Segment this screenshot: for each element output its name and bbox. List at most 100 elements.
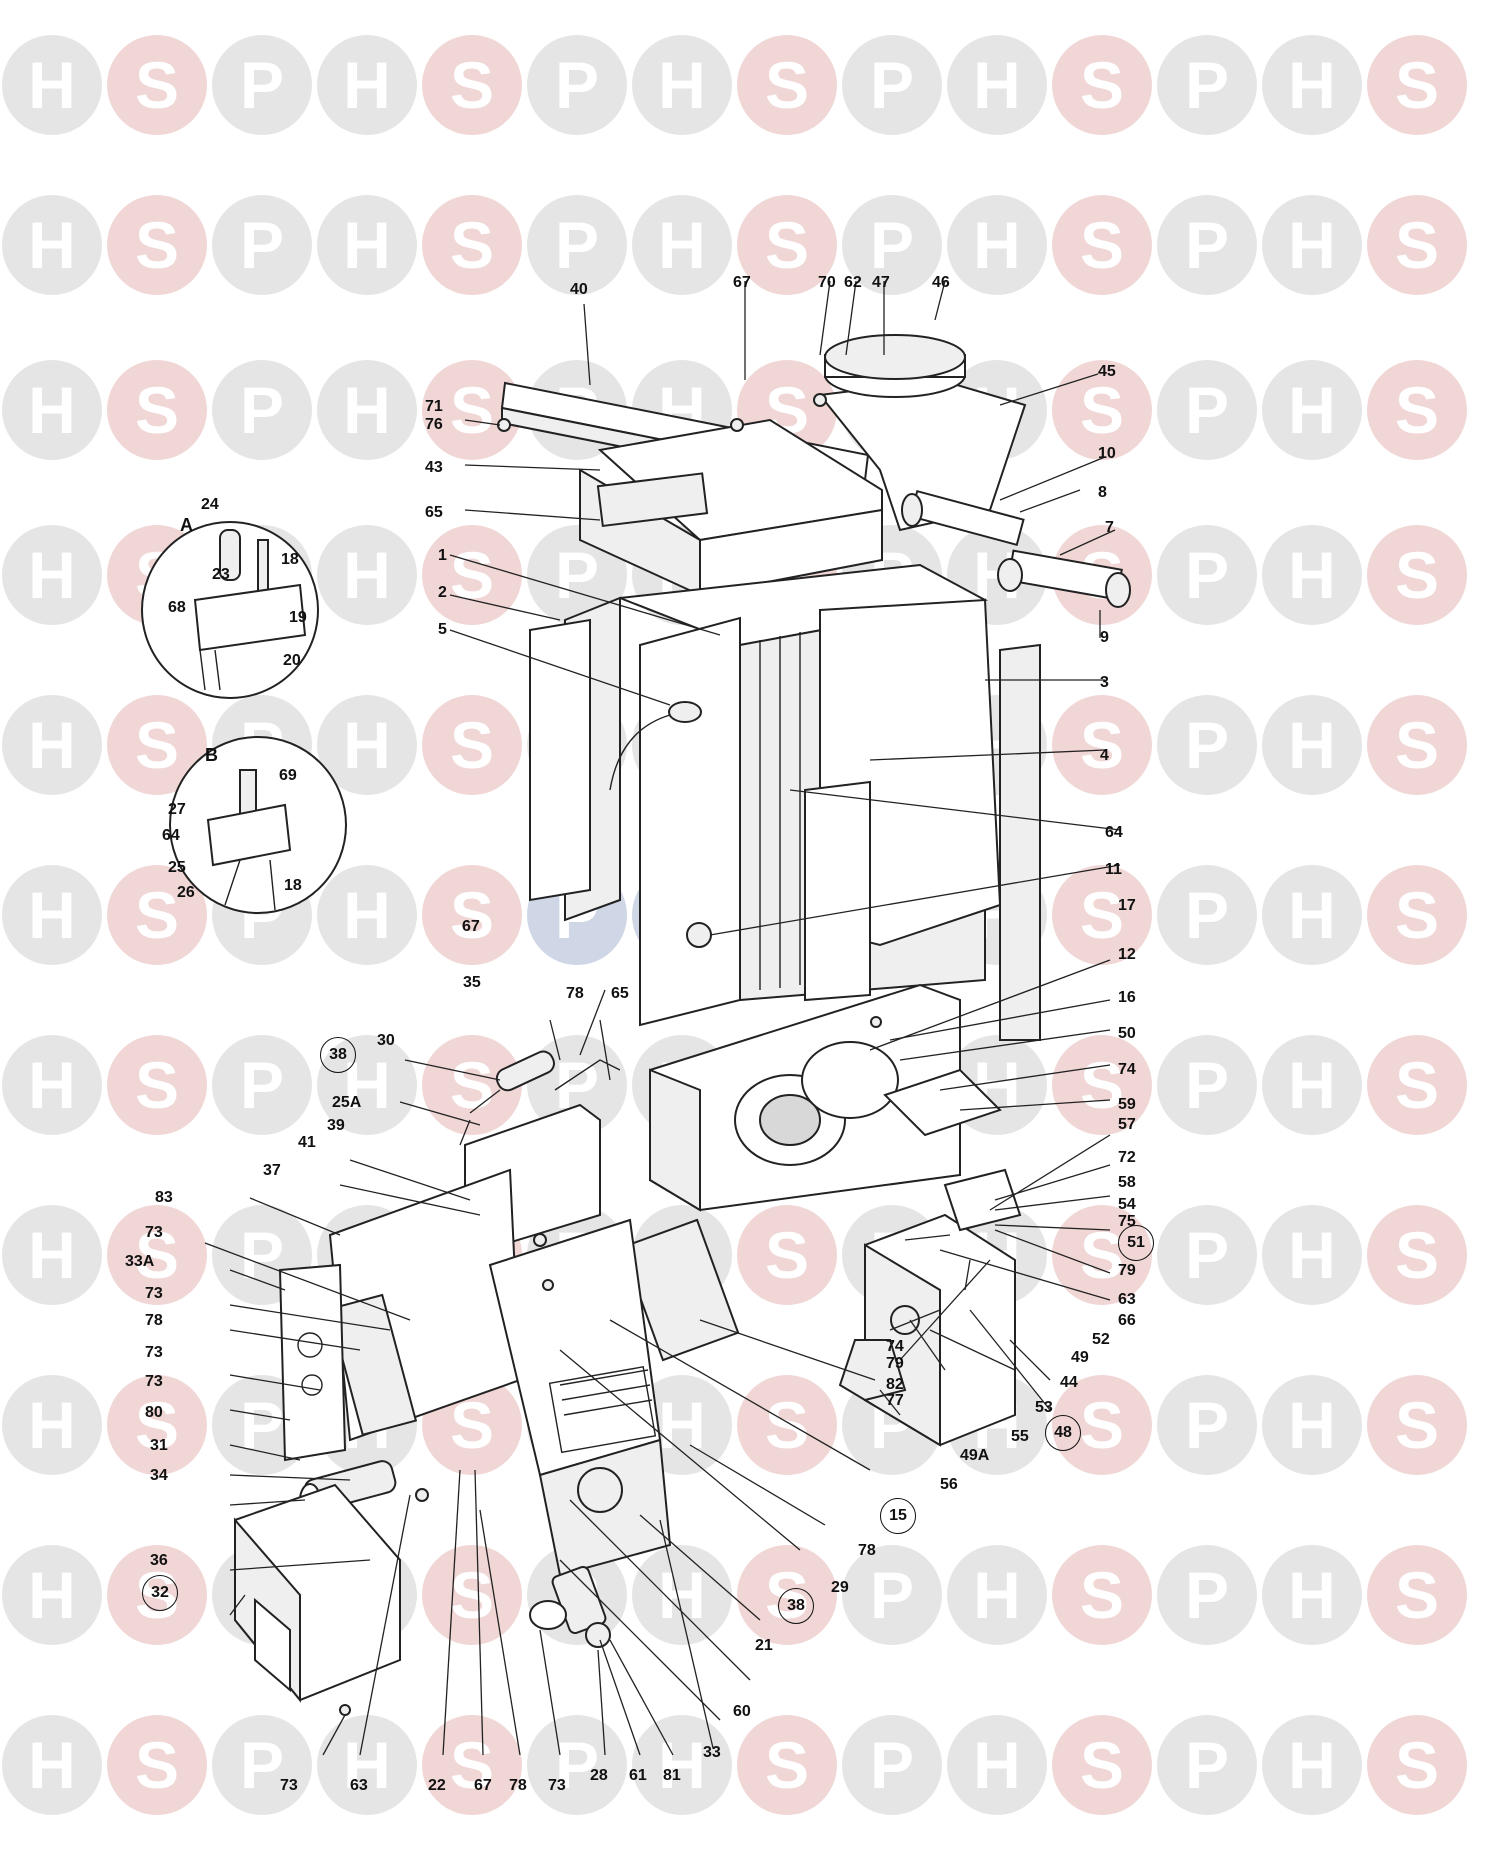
watermark-badge: S: [1367, 1715, 1467, 1815]
control-knob-assembly: [529, 1566, 611, 1648]
watermark-letter: S: [1395, 538, 1439, 612]
watermark-letter: P: [1185, 1218, 1229, 1292]
watermark-letter: H: [658, 1558, 706, 1632]
watermark-letter: S: [1395, 878, 1439, 952]
callout-label-9: 9: [1100, 629, 1109, 646]
watermark-letter: S: [1080, 878, 1124, 952]
callout-label-16: 16: [1118, 989, 1136, 1006]
watermark-letter: S: [450, 1558, 494, 1632]
watermark-letter: H: [28, 1218, 76, 1292]
callout-label-17: 17: [1118, 897, 1136, 914]
watermark-badge: H: [1262, 525, 1362, 625]
watermark-badge: S: [422, 1715, 522, 1815]
watermark-badge: H: [2, 35, 102, 135]
watermark-letter: S: [450, 1728, 494, 1802]
watermark-badge: S: [1367, 360, 1467, 460]
callout-label-49A: 49A: [960, 1447, 990, 1464]
callout-label-82: 82: [886, 1376, 904, 1393]
draught-diverter: [579, 418, 883, 597]
callout-label-21: 21: [755, 1637, 773, 1654]
callout-label-78a: 78: [566, 985, 584, 1002]
watermark-badge: P: [1157, 1715, 1257, 1815]
watermark-badge: S: [1367, 865, 1467, 965]
watermark-badge: P: [212, 35, 312, 135]
callout-label-67a: 67: [733, 274, 751, 291]
watermark-letter: H: [343, 878, 391, 952]
watermark-badge: S: [1367, 195, 1467, 295]
watermark-badge: S: [1367, 525, 1467, 625]
callout-label-58: 58: [1118, 1174, 1136, 1191]
watermark-badge: P: [842, 35, 942, 135]
watermark-badge: H: [317, 865, 417, 965]
callout-label-74b: 74: [886, 1338, 904, 1355]
callout-label-73e: 73: [280, 1777, 298, 1794]
callout-label-67b: 67: [462, 918, 480, 935]
callout-label-79b: 79: [886, 1355, 904, 1372]
watermark-letter: S: [1395, 1728, 1439, 1802]
callout-label-43: 43: [425, 459, 443, 476]
watermark-letter: P: [240, 1388, 284, 1462]
callout-label-59: 59: [1118, 1096, 1136, 1113]
watermark-letter: S: [1395, 208, 1439, 282]
watermark-badge: S: [107, 35, 207, 135]
watermark-letter: S: [1080, 208, 1124, 282]
watermark-letter: P: [1185, 1048, 1229, 1122]
watermark-badge: S: [107, 1205, 207, 1305]
callout-label-49: 49: [1071, 1349, 1089, 1366]
watermark-badge: P: [1157, 1205, 1257, 1305]
watermark-badge: P: [527, 35, 627, 135]
callout-label-1: 1: [438, 547, 447, 564]
watermark-badge: S: [1367, 1375, 1467, 1475]
watermark-letter: S: [1395, 1558, 1439, 1632]
watermark-badge: S: [422, 865, 522, 965]
screw-markers: [339, 393, 882, 1716]
watermark-badge: H: [317, 35, 417, 135]
watermark-letter: S: [1080, 1558, 1124, 1632]
watermark-badge: H: [947, 35, 1047, 135]
sensor-pocket: [609, 701, 712, 948]
callout-label-80: 80: [145, 1404, 163, 1421]
watermark-badge: S: [1052, 1715, 1152, 1815]
watermark-letter: P: [870, 1728, 914, 1802]
watermark-letter: P: [555, 538, 599, 612]
watermark-letter: P: [1185, 208, 1229, 282]
watermark-badge: P: [1157, 195, 1257, 295]
callout-label-40: 40: [570, 281, 588, 298]
callout-label-65b: 65: [611, 985, 629, 1002]
watermark-badge: P: [212, 1035, 312, 1135]
callout-label-39: 39: [327, 1117, 345, 1134]
callout-label-64a: 64: [1105, 824, 1123, 841]
watermark-badge: H: [2, 1375, 102, 1475]
watermark-letter: S: [1080, 1218, 1124, 1292]
watermark-badge: P: [1157, 1035, 1257, 1135]
callout-label-36: 36: [150, 1552, 168, 1569]
watermark-badge: H: [317, 1715, 417, 1815]
callout-label-8: 8: [1098, 484, 1107, 501]
watermark-badge: H: [1262, 195, 1362, 295]
watermark-letter: S: [1080, 1388, 1124, 1462]
callout-label-71: 71: [425, 398, 443, 415]
callout-label-15: 15: [880, 1498, 916, 1534]
watermark-letter: S: [1080, 1048, 1124, 1122]
control-back-plate: [278, 1168, 522, 1462]
watermark-letter: S: [450, 373, 494, 447]
watermark-badge: S: [1052, 865, 1152, 965]
callout-label-55: 55: [1011, 1428, 1029, 1445]
watermark-badge: H: [632, 35, 732, 135]
watermark-letter: H: [1288, 373, 1336, 447]
callout-label-81: 81: [663, 1767, 681, 1784]
watermark-letter: S: [135, 708, 179, 782]
watermark-letter: H: [343, 373, 391, 447]
watermark-badge: S: [107, 865, 207, 965]
watermark-letter: S: [1080, 708, 1124, 782]
callout-label-67c: 67: [474, 1777, 492, 1794]
watermark-letter: S: [135, 1218, 179, 1292]
callout-label-37: 37: [263, 1162, 281, 1179]
callout-label-63b: 63: [350, 1777, 368, 1794]
callout-label-83: 83: [155, 1189, 173, 1206]
watermark-badge: S: [1052, 1035, 1152, 1135]
front-panel: [488, 1218, 672, 1577]
controls-cover: [234, 1483, 401, 1703]
callout-label-47: 47: [872, 274, 890, 291]
callout-label-7: 7: [1105, 519, 1114, 536]
